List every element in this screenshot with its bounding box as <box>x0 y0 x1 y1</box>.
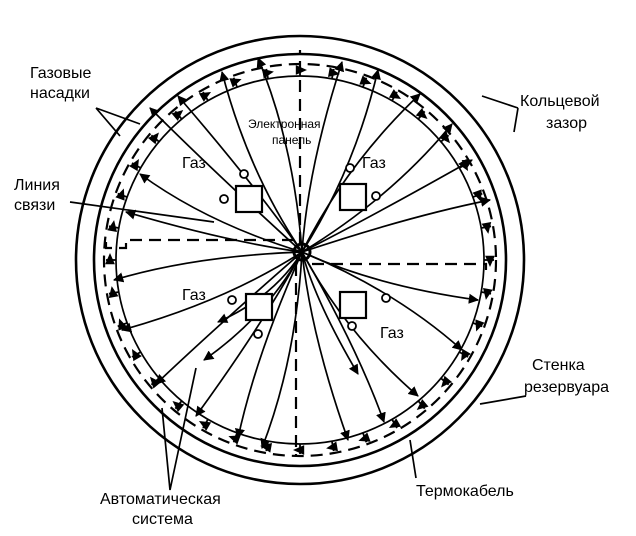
nozzle-tick <box>417 110 426 120</box>
gas-nozzle-arrow <box>172 401 185 413</box>
nozzle-tick <box>440 377 450 386</box>
gas-panel-box-top-right <box>338 182 368 212</box>
label-gas-2: Газ <box>362 155 386 172</box>
radial-gas-line <box>155 251 303 385</box>
nozzle-tick <box>117 192 128 198</box>
gas-nozzles-group <box>105 65 495 455</box>
nozzle-tick <box>202 91 209 102</box>
gas-nozzle-arrow <box>441 375 453 388</box>
label-auto-system-2: система <box>132 511 193 528</box>
label-electronic-panel-2: панель <box>272 133 311 147</box>
radial-gas-line <box>301 251 480 304</box>
gas-nozzle-arrow <box>439 131 451 144</box>
radial-gas-line <box>301 159 473 253</box>
label-comm-line-2: связи <box>14 197 55 214</box>
gas-sensor-8 <box>347 321 357 331</box>
gas-sensor-6 <box>253 329 263 339</box>
nozzle-tick <box>362 432 368 443</box>
radial-gas-line <box>301 196 492 253</box>
gas-nozzle-arrow <box>105 253 115 265</box>
label-annular-gap-1: Кольцевой <box>520 93 600 110</box>
radial-lines-group <box>113 57 492 449</box>
gas-sensor-3 <box>345 163 355 173</box>
leader-gas-nozzles <box>95 107 141 137</box>
label-gas-3: Газ <box>182 287 206 304</box>
label-thermocable: Термокабель <box>416 483 514 500</box>
nozzle-tick <box>202 418 209 429</box>
nozzle-tick <box>131 162 142 169</box>
nozzle-tick <box>391 91 398 102</box>
nozzle-tick <box>232 77 238 88</box>
label-gas-nozzles-2: насадки <box>30 85 90 102</box>
nozzle-tick <box>472 192 483 198</box>
label-comm-line-1: Линия <box>14 177 60 194</box>
nozzle-tick <box>331 441 335 452</box>
leader-thermocable <box>409 439 417 479</box>
radial-gas-line <box>217 251 303 323</box>
radial-gas-line <box>139 173 303 253</box>
gas-sensor-5 <box>227 295 237 305</box>
leader-comm-line <box>69 201 215 223</box>
gas-sensor-7 <box>381 293 391 303</box>
radial-gas-line <box>301 61 345 253</box>
radial-gas-line <box>234 251 303 439</box>
nozzle-tick <box>265 68 269 79</box>
label-tank-wall-2: резервуара <box>524 379 609 396</box>
nozzle-tick <box>331 68 335 79</box>
radial-gas-line <box>260 251 303 449</box>
nozzle-tick <box>472 322 483 328</box>
nozzle-tick <box>150 134 160 143</box>
gas-panel-box-top-left <box>234 184 264 214</box>
comm-line-left <box>104 238 296 250</box>
gas-nozzle-arrow <box>416 399 429 411</box>
gas-nozzle-arrow <box>171 109 184 121</box>
nozzle-tick <box>440 134 450 143</box>
gas-panel-box-bottom-right <box>338 290 368 320</box>
nozzle-tick <box>481 225 492 229</box>
label-tank-wall-1: Стенка <box>532 357 585 374</box>
radial-gas-line <box>121 251 303 333</box>
nozzle-tick <box>458 351 469 358</box>
radial-gas-line <box>301 251 350 441</box>
gas-nozzle-arrow <box>295 65 307 75</box>
gas-nozzle-arrow <box>415 107 428 119</box>
nozzle-tick <box>131 351 142 358</box>
radial-gas-line <box>301 251 359 375</box>
gas-sensor-4 <box>371 191 381 201</box>
leader-annular-gap <box>481 95 519 133</box>
label-auto-system-1: Автоматическая <box>100 491 221 508</box>
nozzle-tick <box>481 291 492 295</box>
tank-wall-outer <box>74 34 526 486</box>
gas-sensor-2 <box>219 194 229 204</box>
leader-auto-system <box>161 367 197 491</box>
radial-gas-line <box>113 251 303 283</box>
gas-nozzle-arrow <box>147 132 159 145</box>
label-annular-gap-2: зазор <box>546 115 587 132</box>
label-gas-4: Газ <box>380 325 404 342</box>
radial-gas-line <box>219 71 303 253</box>
comm-line-right <box>312 262 488 270</box>
gas-nozzle-arrow <box>485 255 495 267</box>
radial-gas-line <box>301 123 453 253</box>
radial-gas-line <box>177 95 303 253</box>
gas-sensor-1 <box>239 169 249 179</box>
nozzle-tick <box>362 77 368 88</box>
radial-gas-line <box>256 57 303 253</box>
gas-nozzle-arrow <box>293 445 305 455</box>
gas-panel-box-bottom-left <box>244 292 274 322</box>
nozzle-tick <box>391 418 398 429</box>
leader-tank-wall <box>479 395 527 405</box>
label-gas-1: Газ <box>182 155 206 172</box>
label-gas-nozzles-1: Газовые <box>30 65 92 82</box>
nozzle-tick <box>417 400 426 410</box>
nozzle-tick <box>174 400 183 410</box>
radial-gas-line <box>149 107 303 253</box>
nozzle-tick <box>108 225 119 229</box>
nozzle-tick <box>108 291 119 295</box>
label-electronic-panel-1: Электронная <box>248 117 321 131</box>
nozzle-tick <box>174 110 183 120</box>
radial-gas-line <box>125 209 303 253</box>
